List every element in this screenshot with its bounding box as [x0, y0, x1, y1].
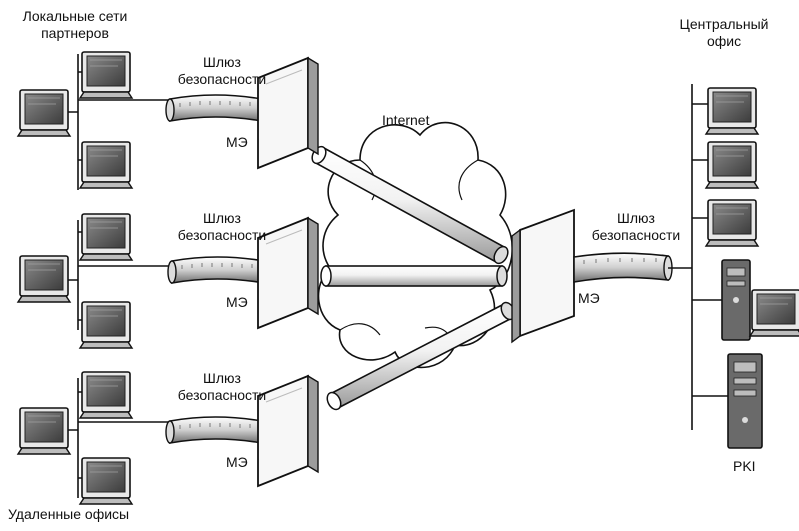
computer-icon [79, 457, 133, 505]
central-office-title-line1: Центральный [679, 16, 769, 32]
gateway-label-line1: Шлюз [203, 210, 241, 226]
internet-label: Internet [382, 112, 430, 128]
gateway-label-line2: безопасности [177, 227, 267, 243]
computer-icon [17, 89, 71, 137]
firewall-label-central: МЭ [578, 290, 600, 306]
computer-icon [17, 255, 71, 303]
gateway-label-line2: безопасности [591, 227, 681, 243]
security-gateway-icon [167, 256, 265, 284]
firewall-label-middle: МЭ [226, 294, 248, 310]
computer-icon [79, 141, 133, 189]
gateway-label-partners: Шлюз безопасности [166, 54, 278, 88]
computer-icon [17, 407, 71, 455]
remote-offices-title: Удаленные офисы [8, 506, 130, 522]
computer-icon [749, 289, 799, 337]
computer-icon [79, 371, 133, 419]
computer-icon [79, 213, 133, 261]
gateway-label-line1: Шлюз [617, 210, 655, 226]
pki-server-icon [727, 353, 763, 449]
pki-label: PKI [733, 458, 756, 474]
gateway-label-line2: безопасности [177, 71, 267, 87]
partners-title: Локальные сети партнеров [10, 8, 140, 42]
firewall-label-remote: МЭ [226, 454, 248, 470]
server-tower-icon [721, 259, 751, 341]
security-gateway-icon [573, 252, 673, 283]
partner-lan-group [17, 51, 319, 190]
remote-offices-group [17, 371, 319, 505]
security-gateway-icon [165, 94, 263, 122]
computer-icon [79, 51, 133, 99]
computer-icon [79, 301, 133, 349]
central-office-title-line2: офис [706, 33, 742, 49]
computer-icon [705, 87, 759, 135]
vpn-tunnel-middle [320, 265, 508, 287]
central-office-group [511, 84, 799, 449]
gateway-label-line1: Шлюз [203, 54, 241, 70]
firewall-label-partners: МЭ [226, 134, 248, 150]
central-office-title: Центральный офис [662, 16, 786, 50]
partners-title-line1: Локальные сети [22, 8, 128, 24]
gateway-label-line1: Шлюз [203, 370, 241, 386]
vpn-tunnel-top [311, 145, 509, 265]
gateway-label-remote: Шлюз безопасности [166, 370, 278, 404]
lan-group-middle [17, 213, 319, 349]
partners-title-line2: партнеров [41, 25, 109, 41]
security-gateway-icon [165, 416, 263, 444]
gateway-label-central: Шлюз безопасности [580, 210, 692, 244]
computer-icon [705, 141, 759, 189]
gateway-label-line2: безопасности [177, 387, 267, 403]
computer-icon [705, 199, 759, 247]
gateway-label-middle: Шлюз безопасности [166, 210, 278, 244]
firewall-icon [511, 208, 575, 344]
